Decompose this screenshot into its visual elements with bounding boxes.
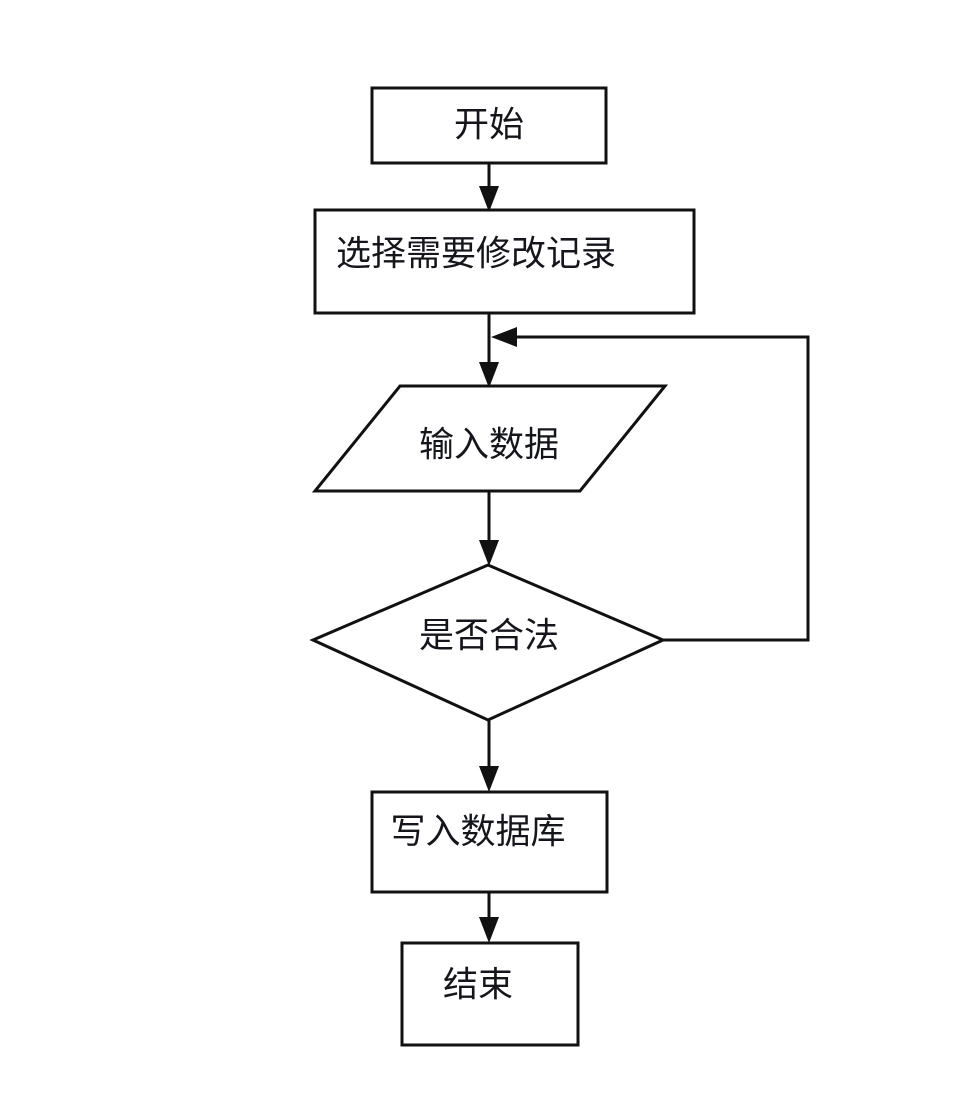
edge-write-to-end — [479, 892, 499, 943]
edge-input-to-validate — [479, 491, 499, 566]
node-end-label: 结束 — [443, 966, 513, 1006]
node-write-database[interactable]: 写入数据库 — [370, 790, 609, 894]
node-validate-label: 是否合法 — [419, 617, 559, 657]
edge-validate-loop-back-to-input — [491, 327, 810, 642]
node-input-data-label: 输入数据 — [419, 426, 559, 466]
edge-select-to-input — [479, 313, 499, 388]
arrow-head-icon — [479, 540, 499, 566]
node-input-data-shape — [311, 384, 669, 493]
node-start-label: 开始 — [454, 106, 524, 146]
node-select-record-label: 选择需要修改记录 — [336, 235, 616, 275]
arrow-head-icon — [479, 362, 499, 388]
node-validate-shape — [309, 563, 667, 722]
node-start[interactable]: 开始 — [370, 86, 608, 165]
node-write-database-label: 写入数据库 — [390, 813, 565, 853]
node-write-database-shape — [370, 790, 609, 894]
node-select-record-shape — [313, 208, 696, 315]
arrow-head-icon — [491, 327, 517, 347]
node-end[interactable]: 结束 — [400, 941, 580, 1047]
arrow-head-icon — [479, 186, 499, 212]
node-validate[interactable]: 是否合法 — [309, 563, 667, 722]
arrow-head-icon — [479, 766, 499, 792]
node-end-shape — [400, 941, 580, 1047]
node-select-record[interactable]: 选择需要修改记录 — [313, 208, 696, 315]
node-input-data[interactable]: 输入数据 — [311, 384, 669, 493]
edge-validate-to-write — [479, 720, 499, 792]
node-start-shape — [370, 86, 608, 165]
arrow-head-icon — [479, 917, 499, 943]
edge-start-to-select — [479, 163, 499, 212]
